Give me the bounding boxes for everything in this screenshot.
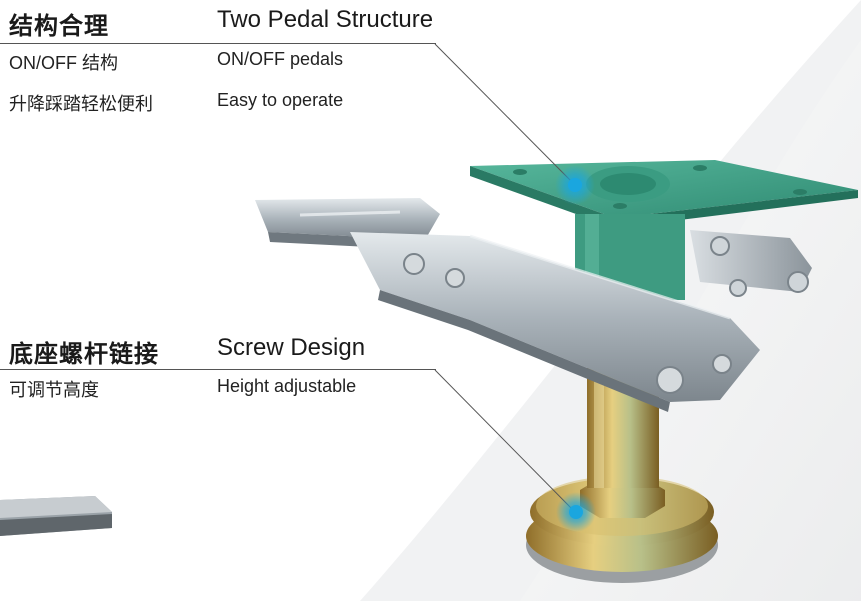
section1-line2-zh: 升降踩踏轻松便利	[9, 94, 153, 114]
section1-line1-zh: ON/OFF 结构	[9, 53, 118, 73]
section1-title-zh: 结构合理	[9, 13, 109, 40]
section1-line1-en: ON/OFF pedals	[217, 49, 344, 69]
section2-divider	[0, 369, 436, 370]
callout-marker-screw	[556, 492, 596, 532]
rear-linkage	[690, 230, 812, 297]
section2-title-zh: 底座螺杆链接	[9, 341, 159, 368]
section2-line1-en: Height adjustable	[217, 376, 357, 396]
main-arm	[350, 232, 760, 412]
callout-leaders	[434, 43, 576, 513]
section1-title-en: Two Pedal Structure	[217, 6, 434, 33]
section2-line1-zh: 可调节高度	[9, 380, 99, 400]
section1-divider	[0, 43, 436, 44]
floor-plate-fragment	[0, 496, 112, 536]
section2-title-en: Screw Design	[217, 334, 366, 361]
callout-marker-pedals	[555, 165, 595, 205]
section1-line2-en: Easy to operate	[217, 90, 344, 110]
